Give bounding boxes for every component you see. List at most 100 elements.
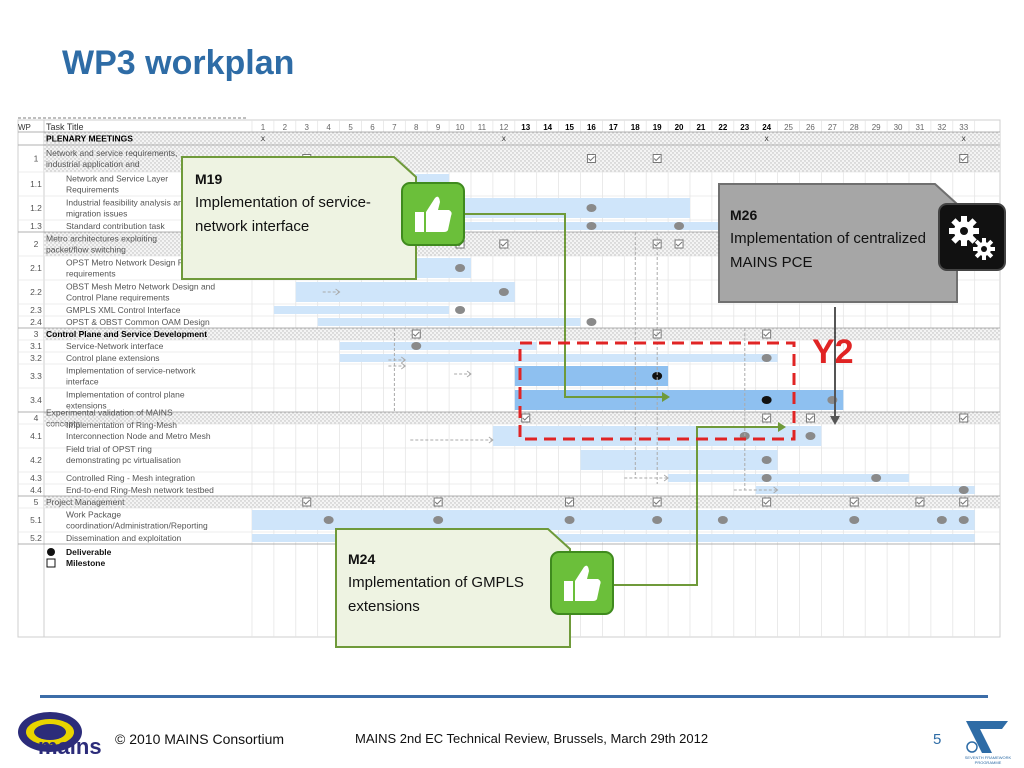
milestone-marker [433, 497, 443, 507]
row-task-label: Control Plane and Service Development [46, 329, 207, 339]
month-label: 29 [872, 123, 881, 132]
month-label: 32 [937, 123, 946, 132]
row-task-label: End-to-end Ring-Mesh network testbed [66, 485, 214, 495]
deliverable-marker [564, 516, 575, 524]
row-wp-number: 2.4 [30, 317, 42, 327]
deliverable-marker [323, 516, 334, 524]
col-header-wp: WP [18, 123, 31, 132]
month-label: 20 [675, 123, 684, 132]
callout-m24-text: Implementation of GMPLS extensions [348, 574, 524, 615]
deliverable-marker [849, 516, 860, 524]
milestone-check [412, 331, 420, 337]
plenary-mark: x [261, 134, 265, 143]
milestone-marker [586, 154, 596, 163]
row-task-label: OPST & OBST Common OAM Design [66, 317, 210, 327]
row-task-label: Interconnection Node and Metro Mesh [66, 431, 211, 441]
dependency-arrowhead [401, 362, 407, 370]
callout-m24: M24 Implementation of GMPLS extensions [348, 547, 558, 619]
month-label: 6 [370, 123, 375, 132]
row-task-label: interface [66, 377, 99, 387]
plenary-mark: x [502, 134, 506, 143]
month-label: 2 [283, 123, 288, 132]
row-wp-number: 4 [34, 413, 39, 423]
row-task-label: Service-Network interface [66, 341, 164, 351]
milestone-marker [652, 154, 662, 163]
milestone-check [566, 499, 573, 505]
row-wp-number: 3.3 [30, 371, 42, 381]
milestone-check [303, 499, 311, 505]
row-task-label: industrial application and [46, 159, 140, 169]
row-wp-number: 1 [34, 154, 39, 164]
row-task-label: Implementation of service-network [66, 366, 196, 376]
month-label: 11 [478, 123, 487, 132]
milestone-marker [959, 154, 969, 163]
dependency-arrowhead [335, 288, 341, 296]
milestone-marker [959, 497, 969, 507]
milestone-check [850, 499, 858, 505]
milestone-marker [762, 329, 772, 339]
row-task-label: extensions [66, 401, 107, 411]
row-task-label: Controlled Ring - Mesh integration [66, 473, 195, 483]
milestone-check [763, 331, 771, 337]
month-label: 33 [959, 123, 968, 132]
milestone-check [960, 156, 968, 162]
row-task-label: Work Package [66, 510, 121, 520]
row-wp-number: 1.3 [30, 221, 42, 231]
row-wp-number: 3 [34, 329, 39, 339]
plenary-mark: x [962, 134, 966, 143]
milestone-check [675, 241, 683, 247]
row-task-label: Control Plane requirements [66, 293, 169, 303]
callout-m26-text: Implementation of centralized MAINS PCE [730, 230, 926, 271]
month-label: 30 [894, 123, 903, 132]
deliverable-marker [455, 264, 466, 272]
deliverable-marker [586, 204, 597, 212]
month-label: 31 [915, 123, 924, 132]
month-label: 19 [653, 123, 662, 132]
deliverable-marker [652, 516, 663, 524]
task-bar [252, 510, 975, 530]
deliverable-marker [433, 516, 444, 524]
row-wp-number: 4.4 [30, 485, 42, 495]
row-task-label: Industrial feasibility analysis and [66, 198, 188, 208]
month-label: 18 [631, 123, 640, 132]
task-bar [339, 342, 537, 350]
row-task-label: packet/flow switching [46, 245, 126, 255]
milestone-check [960, 499, 968, 505]
callout-m19: M19 Implementation of service-network in… [195, 167, 405, 239]
month-label: 23 [740, 123, 749, 132]
callout-m24-code: M24 [348, 551, 376, 567]
legend-deliverable-icon [47, 548, 55, 556]
deliverable-marker [411, 342, 422, 350]
row-wp-number: 2.3 [30, 305, 42, 315]
legend-deliverable: Deliverable [66, 547, 112, 557]
deliverable-marker [455, 306, 466, 314]
task-bar [514, 366, 669, 386]
milestone-marker [915, 497, 925, 507]
row-task-label: migration issues [66, 209, 127, 219]
row-wp-number: 4.3 [30, 473, 42, 483]
y2-label: Y2 [812, 333, 854, 371]
callout-m19-code: M19 [195, 171, 223, 187]
deliverable-marker [936, 516, 947, 524]
month-label: 5 [348, 123, 353, 132]
row-wp-number: 4.1 [30, 431, 42, 441]
row-task-label: Implementation of control plane [66, 390, 185, 400]
row-wp-number: 2.2 [30, 287, 42, 297]
month-label: 13 [521, 123, 530, 132]
deliverable-marker [674, 222, 685, 230]
row-task-label: Requirements [66, 185, 119, 195]
row-wp-number: 3.2 [30, 353, 42, 363]
deliverable-marker [761, 456, 772, 464]
deliverable-marker [827, 396, 838, 404]
task-bar [317, 318, 581, 326]
month-label: 15 [565, 123, 574, 132]
milestone-check [588, 156, 595, 162]
gears-icon [938, 203, 1006, 271]
dependency-arrowhead [401, 356, 407, 364]
month-label: 4 [326, 123, 331, 132]
month-label: 12 [499, 123, 508, 132]
month-label: 22 [718, 123, 727, 132]
callout-m19-text: Implementation of service-network interf… [195, 194, 371, 235]
row-task-label: requirements [66, 269, 116, 279]
month-label: 9 [436, 123, 441, 132]
